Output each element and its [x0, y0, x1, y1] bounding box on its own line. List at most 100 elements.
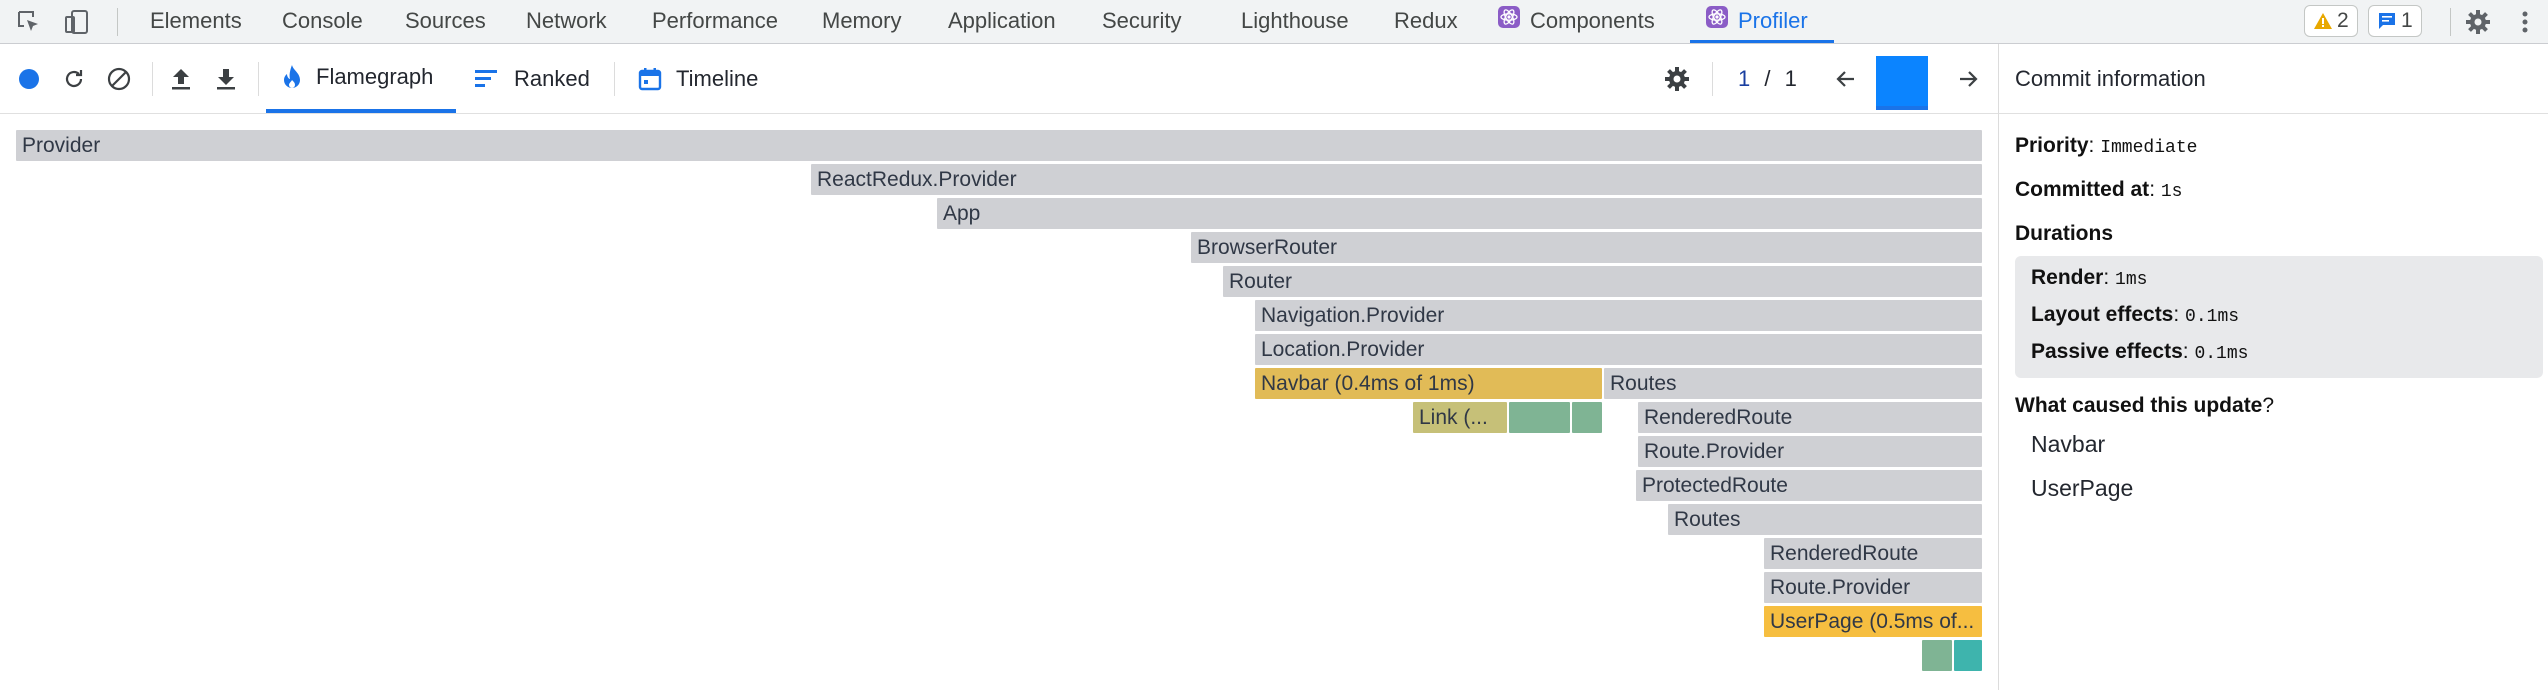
- message-icon: [2379, 13, 2395, 29]
- react-components-icon: [1498, 0, 1520, 41]
- commit-information-title: Commit information: [1999, 44, 2548, 114]
- update-cause-label: What caused this update: [2015, 394, 2263, 417]
- tab-application[interactable]: Application: [948, 8, 1056, 33]
- tab-performance[interactable]: Performance: [652, 8, 778, 33]
- devtools-tab-strip: Elements Console Sources Network Perform…: [0, 0, 2548, 44]
- download-icon[interactable]: [209, 62, 243, 96]
- update-cause-navbar[interactable]: Navbar: [2031, 431, 2106, 457]
- tab-profiler-label: Profiler: [1738, 8, 1808, 33]
- upload-icon[interactable]: [164, 62, 198, 96]
- flame-node-provider[interactable]: Provider: [16, 130, 1982, 161]
- render-duration-row: Render: 1ms: [2031, 266, 2148, 290]
- reload-and-profile-icon[interactable]: [57, 62, 91, 96]
- react-profiler-icon: [1706, 0, 1728, 41]
- tab-ranked[interactable]: Ranked: [474, 44, 590, 113]
- settings-gear-icon[interactable]: [2463, 7, 2493, 37]
- flame-node-route-provider[interactable]: Route.Provider: [1638, 436, 1982, 467]
- priority-row: Priority: Immediate: [2015, 134, 2198, 158]
- commit-separator: /: [1764, 66, 1771, 91]
- device-toolbar-icon[interactable]: [62, 7, 92, 37]
- tab-ranked-label: Ranked: [514, 65, 590, 91]
- flame-node-reactredux-provider[interactable]: ReactRedux.Provider: [811, 164, 1982, 195]
- update-cause-heading: What caused this update?: [2015, 394, 2275, 417]
- commit-pager: 1 / 1: [1738, 66, 1797, 92]
- toolbar-divider: [614, 62, 615, 96]
- flame-node-renderedroute-nested[interactable]: RenderedRoute: [1764, 538, 1982, 569]
- warning-icon: [2314, 13, 2332, 29]
- flame-node-routes-nested[interactable]: Routes: [1668, 504, 1982, 535]
- inspect-element-icon[interactable]: [14, 7, 44, 37]
- tab-profiler[interactable]: Profiler: [1690, 0, 1834, 43]
- tab-timeline[interactable]: Timeline: [638, 44, 758, 113]
- flame-node-unlabeled[interactable]: [1572, 402, 1602, 433]
- flame-node-protectedroute[interactable]: ProtectedRoute: [1636, 470, 1982, 501]
- flame-node-navigation-provider[interactable]: Navigation.Provider: [1255, 300, 1982, 331]
- tab-flamegraph[interactable]: Flamegraph: [266, 44, 456, 113]
- messages-count: 1: [2401, 9, 2413, 32]
- tab-sources[interactable]: Sources: [405, 8, 486, 33]
- flame-node-route-provider-nested[interactable]: Route.Provider: [1764, 572, 1982, 603]
- flame-node-renderedroute[interactable]: RenderedRoute: [1638, 402, 1982, 433]
- commit-bar[interactable]: [1876, 56, 1928, 110]
- flamegraph: Provider ReactRedux.Provider App Browser…: [0, 114, 1998, 690]
- render-label: Render: [2031, 266, 2104, 289]
- flame-node-navbar[interactable]: Navbar (0.4ms of 1ms): [1255, 368, 1602, 399]
- profiler-toolbar: Flamegraph Ranked Timeline 1 / 1: [0, 44, 2000, 114]
- layout-effects-value: 0.1ms: [2185, 307, 2240, 327]
- tab-components-label: Components: [1530, 8, 1655, 33]
- layout-effects-label: Layout effects: [2031, 303, 2174, 326]
- flame-node-userpage[interactable]: UserPage (0.5ms of...: [1764, 606, 1982, 637]
- tab-redux[interactable]: Redux: [1394, 8, 1458, 33]
- toolbar-divider: [2450, 8, 2451, 36]
- durations-box: [2015, 256, 2543, 378]
- update-cause-userpage[interactable]: UserPage: [2031, 475, 2134, 501]
- priority-value: Immediate: [2100, 138, 2198, 158]
- tab-security[interactable]: Security: [1102, 8, 1182, 33]
- passive-effects-label: Passive effects: [2031, 340, 2183, 363]
- messages-badge[interactable]: 1: [2368, 5, 2422, 37]
- commit-current: 1: [1738, 66, 1751, 91]
- flame-node-browserrouter[interactable]: BrowserRouter: [1191, 232, 1982, 263]
- render-value: 1ms: [2115, 270, 2148, 290]
- tab-timeline-label: Timeline: [676, 65, 759, 91]
- flame-node-app[interactable]: App: [937, 198, 1982, 229]
- committed-at-value: 1s: [2160, 182, 2183, 202]
- committed-at-label: Committed at: [2015, 178, 2150, 201]
- passive-effects-value: 0.1ms: [2194, 344, 2249, 364]
- flame-node-routes[interactable]: Routes: [1604, 368, 1982, 399]
- toolbar-divider: [117, 8, 118, 36]
- toolbar-divider: [258, 62, 259, 96]
- flame-node-router[interactable]: Router: [1223, 266, 1982, 297]
- flame-node-link[interactable]: Link (...: [1413, 402, 1507, 433]
- warnings-count: 2: [2337, 9, 2349, 32]
- more-options-icon[interactable]: [2510, 7, 2540, 37]
- flame-node-location-provider[interactable]: Location.Provider: [1255, 334, 1982, 365]
- clear-icon[interactable]: [102, 62, 136, 96]
- calendar-icon: [638, 67, 662, 90]
- flame-node-unlabeled[interactable]: [1954, 640, 1982, 671]
- tab-lighthouse[interactable]: Lighthouse: [1241, 8, 1349, 33]
- record-icon[interactable]: [12, 62, 46, 96]
- passive-effects-row: Passive effects: 0.1ms: [2031, 340, 2249, 364]
- layout-effects-row: Layout effects: 0.1ms: [2031, 303, 2240, 327]
- commit-total: 1: [1784, 66, 1797, 91]
- toolbar-divider: [152, 62, 153, 96]
- flame-icon: [284, 64, 300, 88]
- commit-information-panel: Commit information Priority: Immediate C…: [1998, 44, 2548, 690]
- arrow-left-icon[interactable]: [1829, 62, 1863, 96]
- flame-node-unlabeled[interactable]: [1509, 402, 1570, 433]
- tab-network[interactable]: Network: [526, 8, 607, 33]
- profiler-settings-gear-icon[interactable]: [1660, 62, 1694, 96]
- tab-memory[interactable]: Memory: [822, 8, 902, 33]
- ranked-icon: [475, 69, 497, 87]
- tab-console[interactable]: Console: [282, 8, 363, 33]
- tab-elements[interactable]: Elements: [150, 8, 242, 33]
- tab-flamegraph-label: Flamegraph: [316, 63, 434, 89]
- tab-components[interactable]: Components: [1498, 0, 1655, 43]
- toolbar-divider: [1712, 62, 1713, 96]
- durations-heading: Durations: [2015, 222, 2113, 246]
- flame-node-unlabeled[interactable]: [1922, 640, 1952, 671]
- arrow-right-icon[interactable]: [1951, 62, 1985, 96]
- warnings-badge[interactable]: 2: [2304, 5, 2358, 37]
- committed-at-row: Committed at: 1s: [2015, 178, 2183, 202]
